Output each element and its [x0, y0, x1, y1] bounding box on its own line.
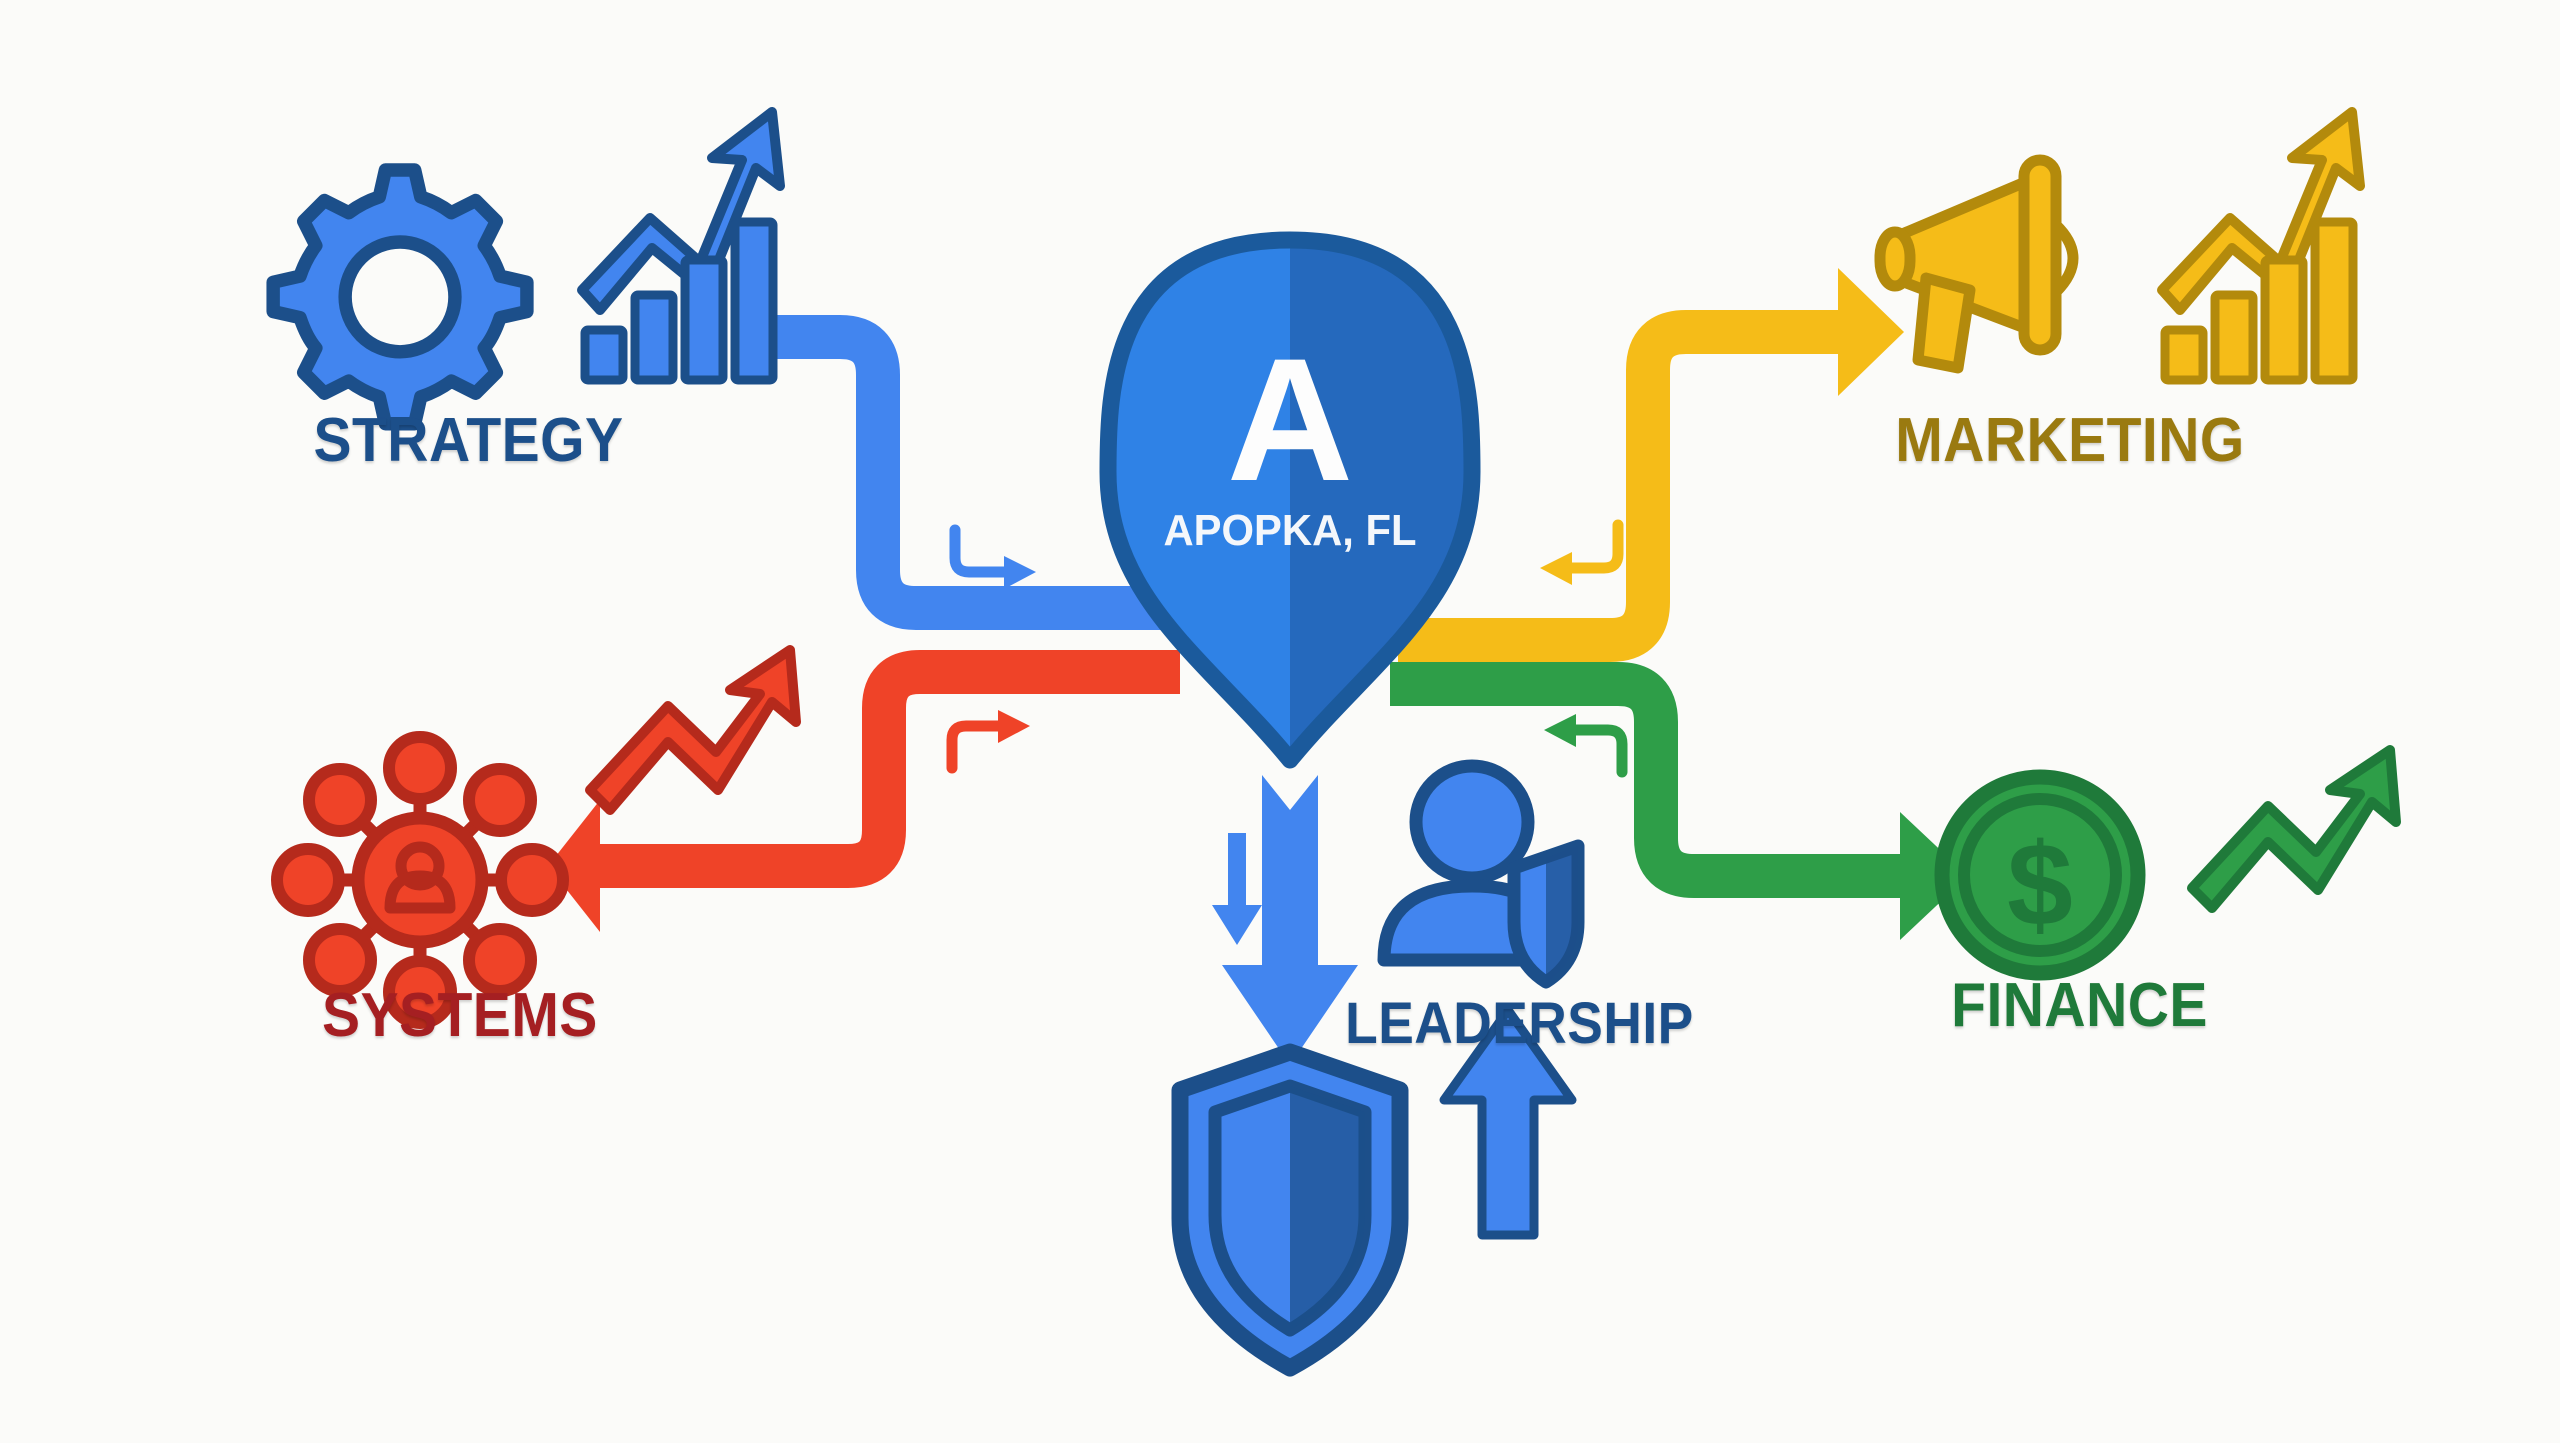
network-hub-user-icon — [271, 731, 569, 1029]
gear-icon — [266, 163, 534, 431]
pin-letter: A — [1227, 323, 1353, 518]
location-pin: A APOPKA, FL — [1099, 231, 1481, 769]
label-strategy: STRATEGY — [313, 406, 624, 475]
dollar-coin-icon: $ — [1934, 769, 2146, 981]
finance-marker-icon — [1544, 714, 1628, 778]
connector-strategy — [745, 315, 1175, 630]
leadership-up-arrow-icon — [1439, 1005, 1577, 1240]
finance-arrowhead — [1900, 812, 1968, 940]
bar-chart-growth-icon-strategy — [577, 107, 785, 385]
connector-systems — [548, 650, 1180, 932]
user-shield-icon — [1377, 759, 1585, 989]
marketing-arrowhead — [1838, 268, 1904, 396]
label-marketing: MARKETING — [1895, 406, 2245, 475]
strategy-marker-icon — [949, 524, 1036, 589]
trend-up-arrow-icon-systems — [585, 645, 801, 815]
connector-finance — [1390, 662, 1968, 940]
pin-city-label: APOPKA, FL — [1163, 506, 1416, 555]
label-leadership: LEADERSHIP — [1345, 991, 1694, 1056]
connector-marketing — [1398, 268, 1904, 662]
label-systems: SYSTEMS — [321, 981, 598, 1050]
shield-icon — [1171, 1043, 1409, 1377]
bar-chart-growth-icon-marketing — [2157, 107, 2365, 385]
leadership-down-arrow-icon — [1222, 775, 1358, 1065]
leadership-small-down-arrow-icon — [1212, 833, 1262, 945]
trend-up-arrow-icon-finance — [2187, 745, 2401, 913]
systems-arrowhead — [548, 800, 600, 932]
megaphone-icon — [1874, 154, 2079, 374]
svg-text:$: $ — [2007, 819, 2073, 951]
label-finance: FINANCE — [1951, 971, 2208, 1040]
systems-marker-icon — [946, 710, 1030, 774]
marketing-marker-icon — [1540, 519, 1624, 585]
